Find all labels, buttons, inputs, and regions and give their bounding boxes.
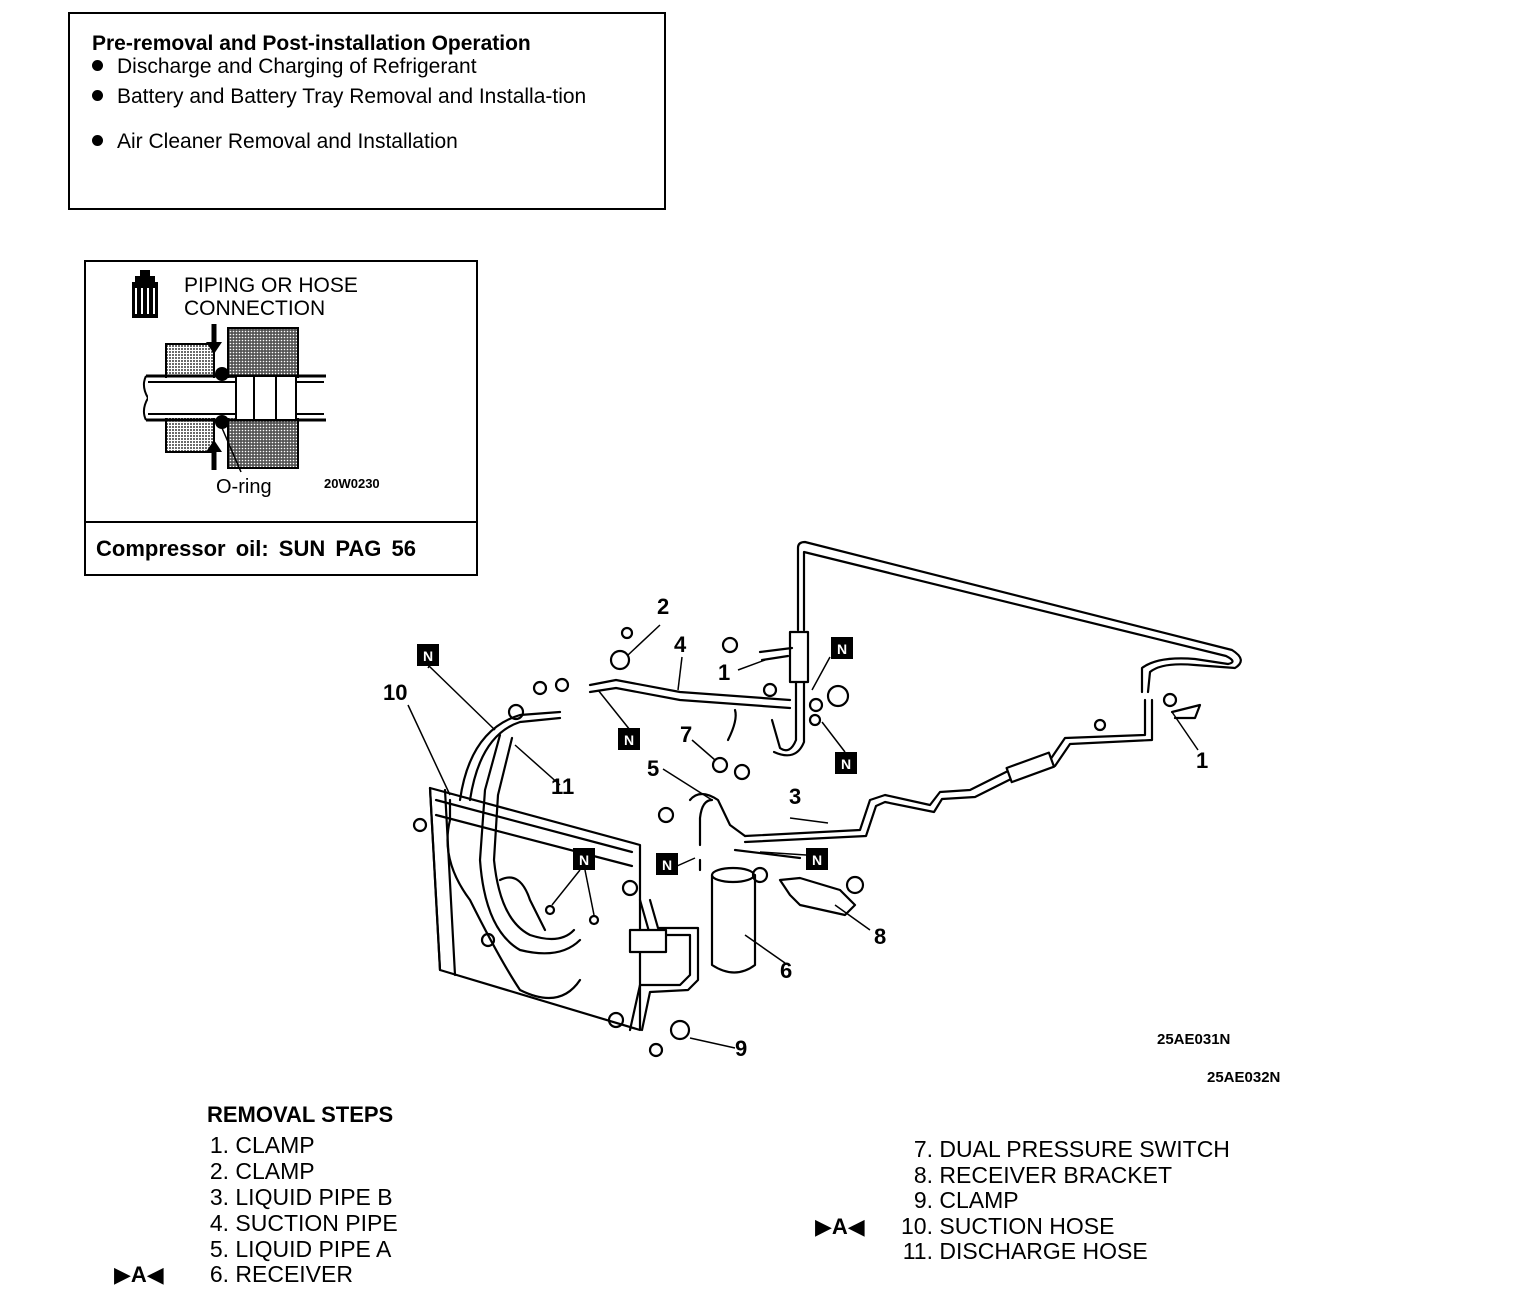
pipework — [412, 540, 1242, 1058]
service-marker: ▶A◀ — [815, 1214, 865, 1239]
pre-removal-title: Pre-removal and Post-installation Operat… — [92, 32, 531, 55]
leader-lines — [407, 624, 1199, 1049]
connection-box: PIPING OR HOSE CONNECTION — [84, 260, 478, 576]
figure-code: 25AE032N — [1207, 1069, 1281, 1086]
removal-step: 3. LIQUID PIPE B — [209, 1184, 393, 1210]
removal-step: 9. CLAMP — [913, 1187, 1019, 1213]
n-marker: N — [656, 853, 678, 875]
callout-10: 10 — [383, 680, 408, 705]
pre-removal-item: Discharge and Charging of Refrigerant — [92, 56, 477, 78]
svg-text:N: N — [841, 756, 851, 772]
n-marker: N — [835, 752, 857, 774]
callout-1-top: 1 — [718, 660, 731, 685]
callout-1-right: 1 — [1196, 748, 1209, 773]
callout-7: 7 — [680, 722, 693, 747]
removal-steps-title: REMOVAL STEPS — [207, 1102, 394, 1127]
n-marker: N — [417, 644, 439, 666]
figure-code: 20W0230 — [324, 476, 380, 491]
removal-step: 5. LIQUID PIPE A — [209, 1236, 392, 1262]
service-marker: ▶A◀ — [114, 1262, 164, 1287]
pre-removal-item: Air Cleaner Removal and Installation — [92, 131, 458, 153]
callout-9: 9 — [735, 1036, 748, 1061]
removal-step: 1. CLAMP — [209, 1132, 315, 1158]
compressor-oil-note: Compressor oil: SUN PAG 56 — [96, 536, 416, 561]
pre-removal-box: Pre-removal and Post-installation Operat… — [68, 12, 666, 210]
callout-4: 4 — [674, 632, 687, 657]
divider — [86, 521, 476, 523]
bullet-icon — [92, 89, 103, 101]
removal-step: 11. DISCHARGE HOSE — [902, 1238, 1148, 1264]
svg-text:N: N — [837, 641, 847, 657]
removal-step: 2. CLAMP — [209, 1158, 315, 1184]
bullet-icon — [92, 59, 103, 71]
oring-label: O-ring — [216, 476, 272, 498]
removal-step: 7. DUAL PRESSURE SWITCH — [913, 1136, 1230, 1162]
n-marker: N — [573, 848, 595, 870]
connection-title: PIPING OR HOSE CONNECTION — [184, 274, 358, 320]
removal-step: 6. RECEIVER — [209, 1261, 353, 1287]
pre-removal-item: Battery and Battery Tray Removal and Ins… — [92, 86, 617, 108]
callout-11: 11 — [551, 774, 575, 799]
callout-6: 6 — [780, 958, 793, 983]
removal-step: 4. SUCTION PIPE — [209, 1210, 398, 1236]
svg-text:N: N — [624, 732, 634, 748]
svg-text:N: N — [423, 648, 433, 664]
connection-illustration — [142, 324, 326, 473]
oil-can-icon — [132, 270, 158, 318]
n-marker: N — [831, 637, 853, 659]
callout-8: 8 — [874, 924, 887, 949]
callout-3: 3 — [789, 784, 802, 809]
n-marker: N — [806, 848, 828, 870]
ac-piping-diagram: N N N N N N N — [407, 540, 1242, 1058]
bullet-icon — [92, 134, 103, 146]
figure-code: 25AE031N — [1157, 1031, 1231, 1048]
svg-text:N: N — [812, 852, 822, 868]
n-marker: N — [618, 728, 640, 750]
svg-text:N: N — [579, 852, 589, 868]
svg-text:N: N — [662, 857, 672, 873]
removal-step: 8. RECEIVER BRACKET — [913, 1162, 1172, 1188]
callout-2: 2 — [657, 594, 670, 619]
callout-5: 5 — [647, 756, 660, 781]
removal-step: 10. SUCTION HOSE — [901, 1213, 1115, 1239]
